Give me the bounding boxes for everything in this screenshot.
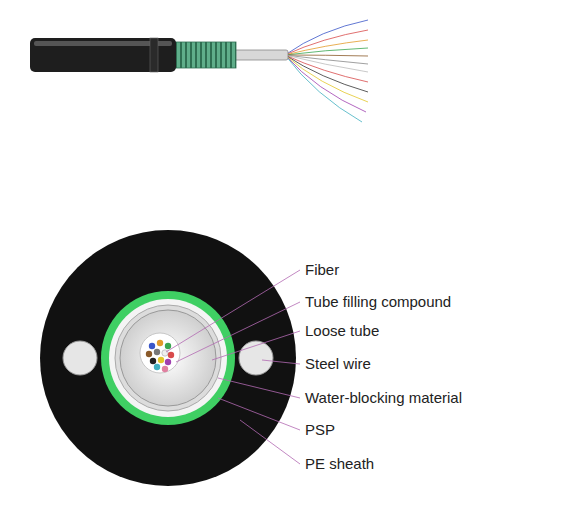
part-label: Tube filling compound: [305, 293, 451, 311]
part-label: Water-blocking material: [305, 389, 462, 407]
part-label: PSP: [305, 421, 335, 439]
part-label: Fiber: [305, 261, 339, 279]
part-label: PE sheath: [305, 455, 374, 473]
leader-lines: [166, 270, 300, 464]
cable-side-view: [30, 20, 368, 122]
part-label: Loose tube: [305, 322, 379, 340]
part-label: Steel wire: [305, 355, 371, 373]
cable-cross-section: [40, 230, 296, 486]
